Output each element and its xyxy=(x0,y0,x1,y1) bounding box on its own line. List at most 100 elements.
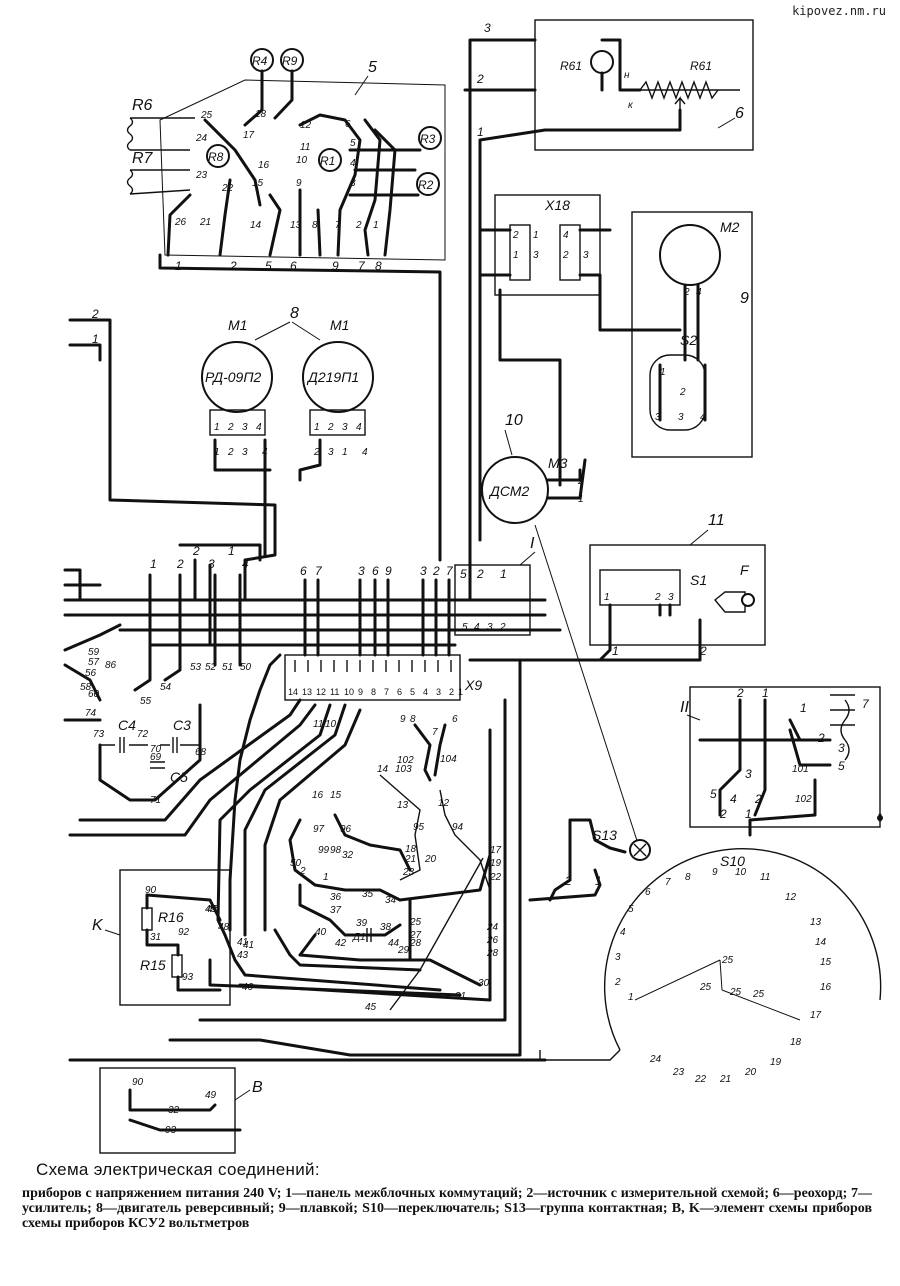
switch-s10-label: S10 xyxy=(720,853,745,869)
svg-text:2: 2 xyxy=(229,259,237,273)
motor-m3-type: ДСМ2 xyxy=(488,483,529,499)
resistor-r15-label: R15 xyxy=(140,957,166,973)
svg-text:8: 8 xyxy=(312,220,318,231)
block-5-label: 5 xyxy=(368,59,377,76)
svg-text:72: 72 xyxy=(137,729,149,740)
svg-text:3: 3 xyxy=(583,250,589,261)
svg-text:9: 9 xyxy=(400,714,406,725)
block-5-resistor-network: 5 R4 R9 R3 R1 R2 R8 R6 R7 252 xyxy=(126,48,446,562)
svg-text:104: 104 xyxy=(440,754,457,765)
svg-text:25: 25 xyxy=(409,917,422,928)
svg-text:8: 8 xyxy=(371,687,376,697)
svg-text:1: 1 xyxy=(228,544,235,558)
svg-text:7: 7 xyxy=(862,697,870,711)
svg-text:1: 1 xyxy=(578,494,584,505)
svg-text:55: 55 xyxy=(140,696,152,707)
motor-m2 xyxy=(659,224,721,286)
svg-text:2: 2 xyxy=(754,792,762,806)
svg-text:26: 26 xyxy=(174,217,187,228)
svg-text:103: 103 xyxy=(395,764,412,775)
svg-text:Д1: Д1 xyxy=(352,932,366,943)
svg-text:23: 23 xyxy=(672,1067,685,1078)
svg-text:15: 15 xyxy=(820,957,832,968)
svg-text:22: 22 xyxy=(489,872,502,883)
svg-text:1: 1 xyxy=(477,125,484,139)
svg-text:8: 8 xyxy=(375,259,382,273)
svg-text:17: 17 xyxy=(243,130,255,141)
svg-text:21: 21 xyxy=(719,1074,731,1085)
svg-text:13: 13 xyxy=(397,800,409,811)
svg-text:1: 1 xyxy=(800,701,807,715)
svg-text:94: 94 xyxy=(452,822,464,833)
svg-text:1: 1 xyxy=(175,259,182,273)
svg-text:4: 4 xyxy=(700,412,706,423)
svg-text:1: 1 xyxy=(214,447,220,458)
svg-text:8: 8 xyxy=(685,872,691,883)
wiring-diagram: 5 R4 R9 R3 R1 R2 R8 R6 R7 252 xyxy=(63,19,883,1154)
svg-text:23: 23 xyxy=(402,867,415,878)
block-10-label: 10 xyxy=(505,412,523,429)
svg-text:90: 90 xyxy=(145,885,157,896)
svg-text:5: 5 xyxy=(350,138,356,149)
svg-text:2: 2 xyxy=(299,866,306,877)
svg-text:5: 5 xyxy=(838,759,845,773)
svg-text:97: 97 xyxy=(313,824,325,835)
svg-text:3: 3 xyxy=(208,557,215,571)
svg-text:70: 70 xyxy=(150,744,162,755)
resistor-r61-a xyxy=(590,50,614,74)
svg-text:50: 50 xyxy=(290,858,302,869)
svg-text:56: 56 xyxy=(85,668,97,679)
svg-text:3: 3 xyxy=(358,564,365,578)
fuse-f-label: F xyxy=(740,562,750,578)
svg-text:1: 1 xyxy=(342,447,348,458)
svg-text:3: 3 xyxy=(350,178,356,189)
svg-text:9: 9 xyxy=(712,867,718,878)
resistor-r2 xyxy=(416,172,440,196)
svg-text:2: 2 xyxy=(91,307,99,321)
svg-text:12: 12 xyxy=(438,798,450,809)
svg-text:51: 51 xyxy=(222,662,233,673)
svg-text:37: 37 xyxy=(330,905,342,916)
svg-text:25: 25 xyxy=(200,110,213,121)
resistor-r3 xyxy=(418,126,442,150)
capacitor-c3-label: C3 xyxy=(173,717,191,733)
svg-text:41: 41 xyxy=(243,940,254,951)
svg-text:2: 2 xyxy=(817,731,825,745)
svg-text:2: 2 xyxy=(476,567,484,581)
svg-text:22: 22 xyxy=(694,1074,707,1085)
svg-text:24: 24 xyxy=(195,133,208,144)
svg-text:49: 49 xyxy=(205,904,217,915)
svg-text:2: 2 xyxy=(432,564,440,578)
svg-text:4: 4 xyxy=(362,447,368,458)
svg-text:15: 15 xyxy=(330,790,342,801)
svg-text:2: 2 xyxy=(719,807,727,821)
svg-text:9: 9 xyxy=(358,687,363,697)
svg-text:102: 102 xyxy=(397,755,414,766)
svg-text:5: 5 xyxy=(462,622,468,633)
svg-text:35: 35 xyxy=(362,889,374,900)
svg-text:73: 73 xyxy=(93,729,105,740)
motor-m3 xyxy=(481,456,549,524)
svg-text:7: 7 xyxy=(665,877,671,888)
svg-text:6: 6 xyxy=(372,564,379,578)
resistor-r1 xyxy=(318,148,342,172)
svg-text:3: 3 xyxy=(487,622,493,633)
svg-text:21: 21 xyxy=(404,854,416,865)
svg-text:90: 90 xyxy=(132,1077,144,1088)
svg-text:11: 11 xyxy=(313,719,323,730)
svg-text:17: 17 xyxy=(490,845,502,856)
motor-m3-label: M3 xyxy=(548,455,568,471)
svg-text:3: 3 xyxy=(655,412,661,423)
svg-text:1: 1 xyxy=(513,250,519,261)
resistor-r61-label-a: R61 xyxy=(560,59,582,73)
svg-text:7: 7 xyxy=(432,727,438,738)
svg-text:1: 1 xyxy=(92,332,99,346)
svg-text:2: 2 xyxy=(512,230,519,241)
motor-m1a-type: РД-09П2 xyxy=(205,369,261,385)
svg-text:19: 19 xyxy=(490,858,502,869)
svg-text:11: 11 xyxy=(330,687,339,697)
